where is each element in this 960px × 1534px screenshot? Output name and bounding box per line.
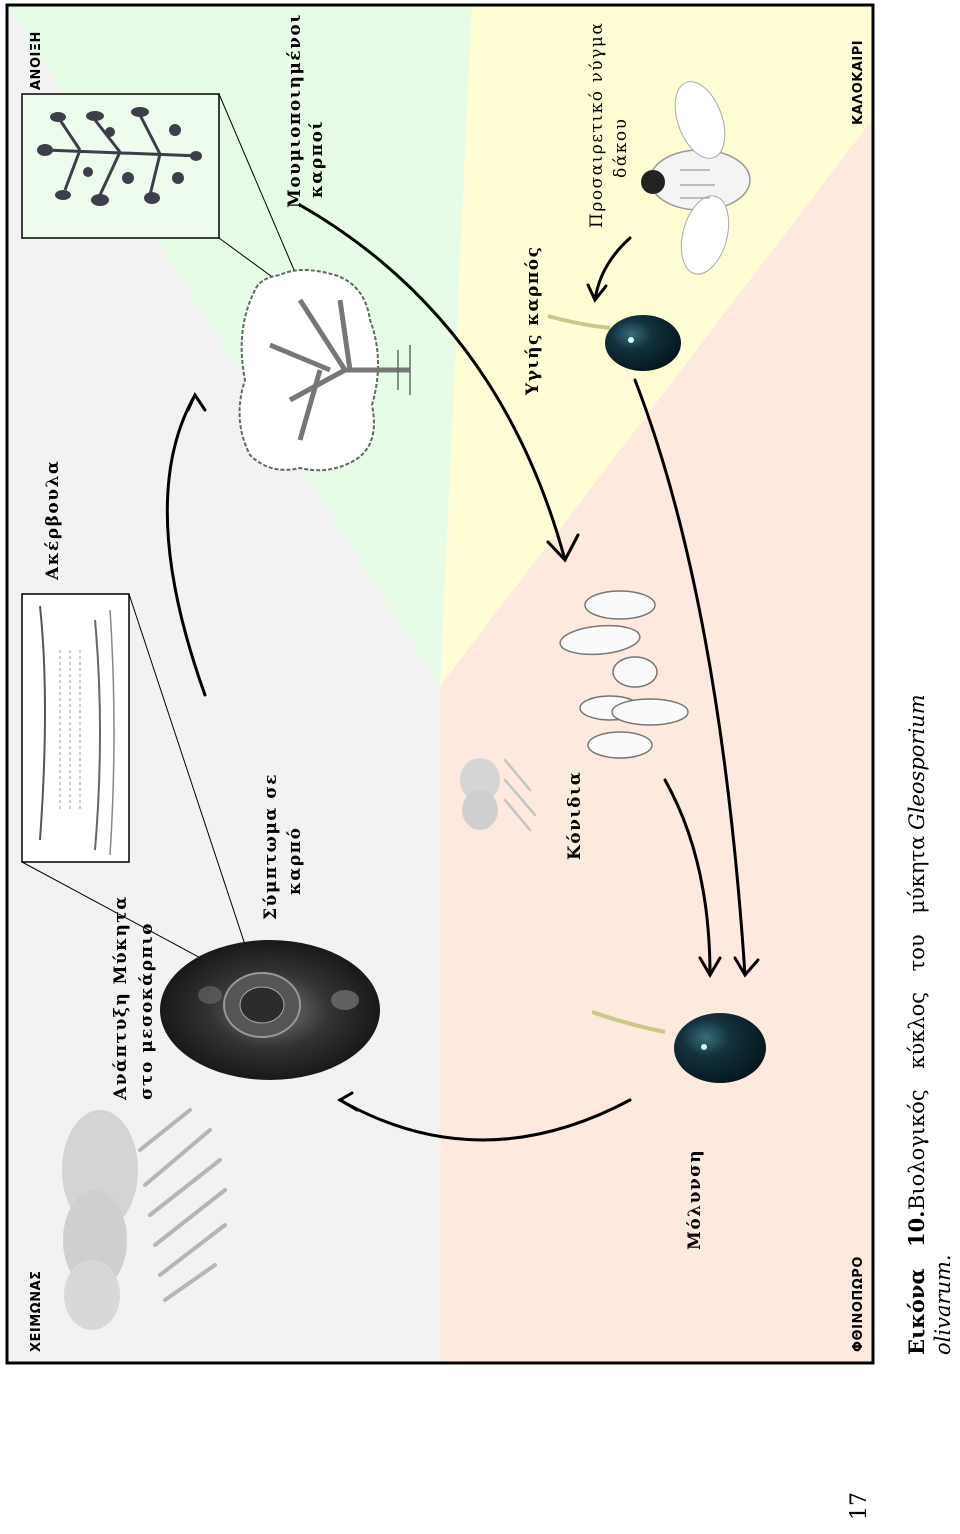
acervulus-callout-line xyxy=(128,593,261,991)
label-symptom-line1: Σύμπτωμα σε xyxy=(261,773,281,920)
label-mummified-fruits-line1: Μουμιοποιημένοι xyxy=(285,13,305,208)
small-rain-cloud xyxy=(460,758,537,832)
label-fly-sting-line1: Προσαιρετικό νύγμα xyxy=(587,22,607,228)
arrow-fruit-to-infection xyxy=(633,378,747,977)
label-fly-sting-line2: δάκου xyxy=(611,118,631,178)
season-label-summer: ΚΑΛΟΚΑΙΡΙ xyxy=(851,40,866,125)
page-number: 17 xyxy=(847,1492,872,1520)
caption-figure-label: Εικόνα 10. xyxy=(904,1211,929,1356)
caption-text: Βιολογικός κύκλος του μύκητα xyxy=(905,836,929,1210)
olive-fly-illustration xyxy=(641,81,751,275)
branch-inset xyxy=(21,93,220,239)
label-fungus-development-line1: Ανάπτυξη Μύκητα xyxy=(111,895,131,1101)
season-label-spring: ΑΝΟΙΞΗ xyxy=(29,31,44,90)
symptomatic-fruit xyxy=(160,940,380,1080)
arrow-fly-to-fruit xyxy=(593,236,632,302)
acervulus-inset xyxy=(21,593,130,863)
arrow-mummies-to-conidia xyxy=(298,203,567,562)
arrow-infection-to-symptom xyxy=(338,1098,632,1142)
season-label-autumn: ΦΘΙΝΟΠΩΡΟ xyxy=(851,1256,866,1352)
cycle-arrows xyxy=(165,203,760,1142)
olive-tree xyxy=(238,269,411,472)
diagram-frame xyxy=(5,3,875,1365)
label-healthy-fruit: Υγιής καρπός xyxy=(523,246,543,396)
arrow-acervulus-to-spring xyxy=(165,393,207,697)
conidia-spores xyxy=(559,590,689,759)
season-label-winter: ΧΕΙΜΩΝΑΣ xyxy=(29,1270,44,1352)
label-fungus-development-line2: στο μεσοκάρπιο xyxy=(137,922,157,1100)
infected-olive-fruit xyxy=(591,1010,766,1083)
inset-callout-line xyxy=(218,93,301,285)
label-mummified-fruits-line2: καρποί xyxy=(307,120,327,198)
label-infection: Μόλυνση xyxy=(685,1149,705,1250)
large-rain-cloud xyxy=(62,1108,227,1330)
label-symptom-line2: καρπό xyxy=(285,827,305,895)
caption-species: olivarum. xyxy=(931,1254,955,1355)
arrow-conidia-to-infection xyxy=(663,778,712,977)
healthy-olive-fruit xyxy=(547,314,681,371)
label-conidia: Κόνιδια xyxy=(565,771,585,860)
caption-genus: Gleosporium xyxy=(905,694,929,830)
label-acervulus: Ακέρβουλα xyxy=(43,460,63,582)
